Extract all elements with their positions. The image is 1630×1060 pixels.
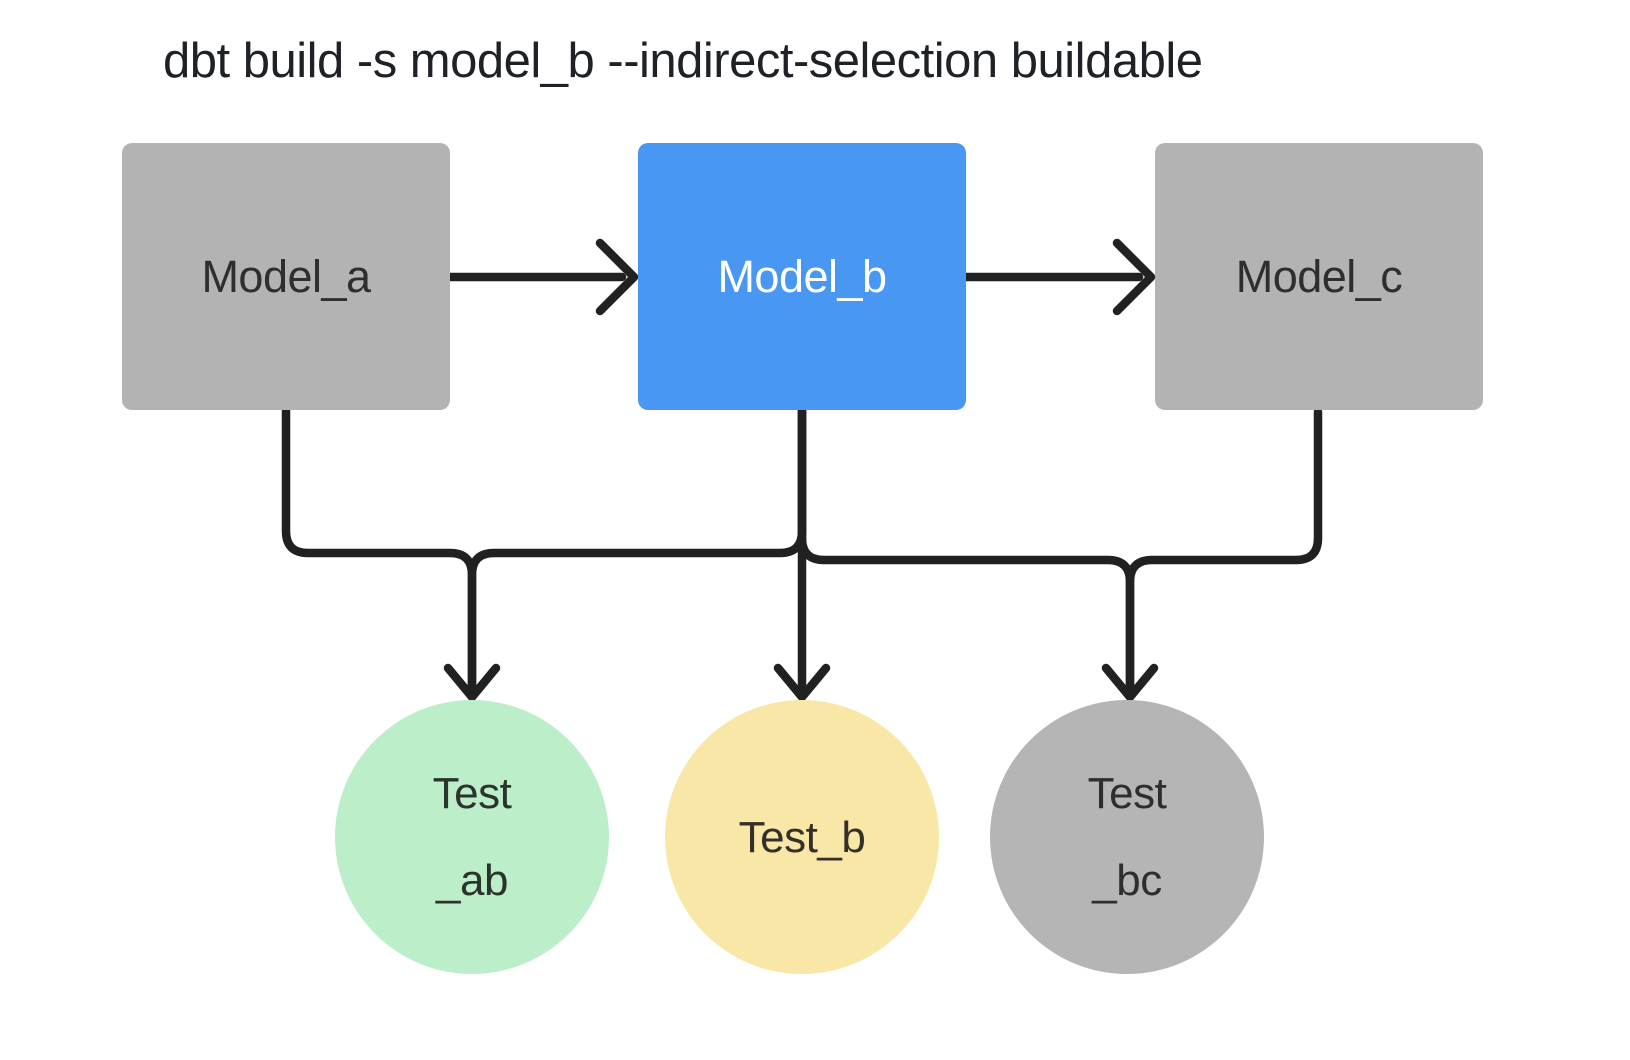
- node-test-b: Test_b: [665, 700, 939, 974]
- arrowhead-test-bc-icon: [1101, 663, 1159, 702]
- arrowhead-model-c-icon: [1112, 238, 1156, 316]
- node-test-bc-label-line1: Test: [1087, 769, 1167, 818]
- edge-model-b-to-test-ab: [467, 405, 807, 693]
- node-test-ab: Test _ab: [335, 700, 609, 974]
- node-model-b: Model_b: [638, 143, 966, 410]
- node-test-bc: Test _bc: [990, 700, 1264, 974]
- node-test-b-label-line1: Test_b: [738, 812, 866, 862]
- diagram-title: dbt build -s model_b --indirect-selectio…: [163, 34, 1203, 88]
- node-model-a: Model_a: [122, 143, 450, 410]
- node-model-b-label: Model_b: [717, 250, 887, 302]
- arrowhead-model-b-icon: [595, 238, 639, 316]
- node-model-c-label: Model_c: [1235, 250, 1403, 302]
- node-test-bc-label-line2: _bc: [1092, 856, 1162, 905]
- edge-model-a-to-test-ab: [281, 405, 477, 693]
- node-model-c: Model_c: [1155, 143, 1483, 410]
- arrowhead-test-b-icon: [773, 663, 831, 702]
- edge-model-c-to-test-bc: [1125, 407, 1323, 693]
- node-model-a-label: Model_a: [201, 250, 371, 302]
- node-test-ab-label-line1: Test: [432, 769, 512, 818]
- arrowhead-test-ab-icon: [443, 663, 501, 702]
- edge-model-b-to-test-bc: [797, 405, 1135, 693]
- node-test-ab-label-line2: _ab: [436, 856, 508, 905]
